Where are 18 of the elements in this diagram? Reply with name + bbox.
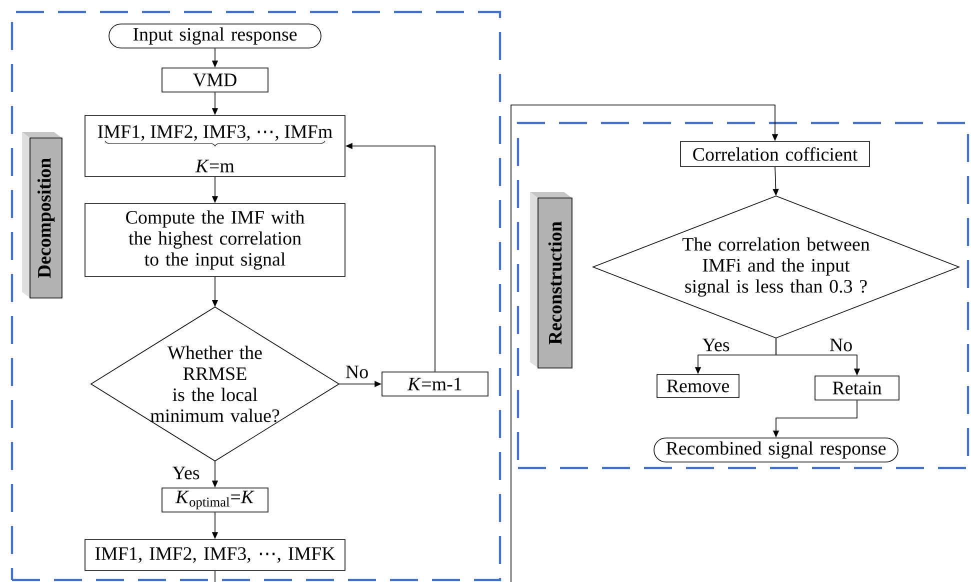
process-box: IMF1, IMF2, IMF3, ⋯, IMFK: [84, 539, 346, 571]
edge-label: Yes: [171, 466, 201, 480]
process-box: VMD: [162, 68, 268, 92]
section-label: Reconstruction: [530, 192, 572, 368]
process-box: Retain: [814, 376, 900, 400]
process-box: K=m-1: [382, 372, 488, 396]
section-label: Decomposition: [22, 132, 62, 298]
terminal-box: Recombined signal response: [654, 438, 898, 462]
process-box: Compute the IMF with the highest correlation to the input signal: [84, 203, 346, 277]
edge-label: Yes: [701, 338, 731, 352]
process-box: Correlation cofficient: [680, 141, 870, 167]
arrow: [214, 104, 778, 582]
process-box: IMF1, IMF2, IMF3, ⋯, IMFm K=m: [84, 115, 346, 177]
edge-label: No: [344, 364, 370, 380]
terminal-box: Input signal response: [108, 24, 322, 48]
edge-label: No: [828, 338, 854, 352]
process-box: K$_{optimal}$=K: [162, 488, 268, 512]
process-box: Remove: [656, 374, 740, 398]
